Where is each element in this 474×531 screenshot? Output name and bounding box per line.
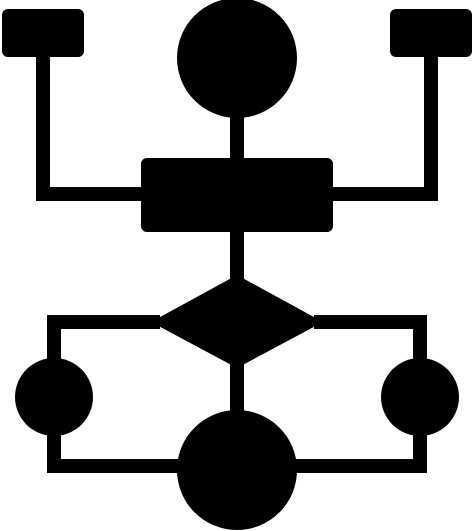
connector-left-box-to-process	[36, 55, 145, 201]
top-right-box	[390, 9, 472, 57]
bottom-circle	[177, 410, 297, 530]
decision-diamond	[151, 275, 323, 368]
left-circle	[15, 358, 93, 436]
center-process-box	[141, 158, 333, 232]
top-circle	[177, 0, 297, 118]
top-left-box	[2, 9, 84, 57]
right-circle	[381, 358, 459, 436]
connector-right-box-to-process	[330, 55, 438, 201]
